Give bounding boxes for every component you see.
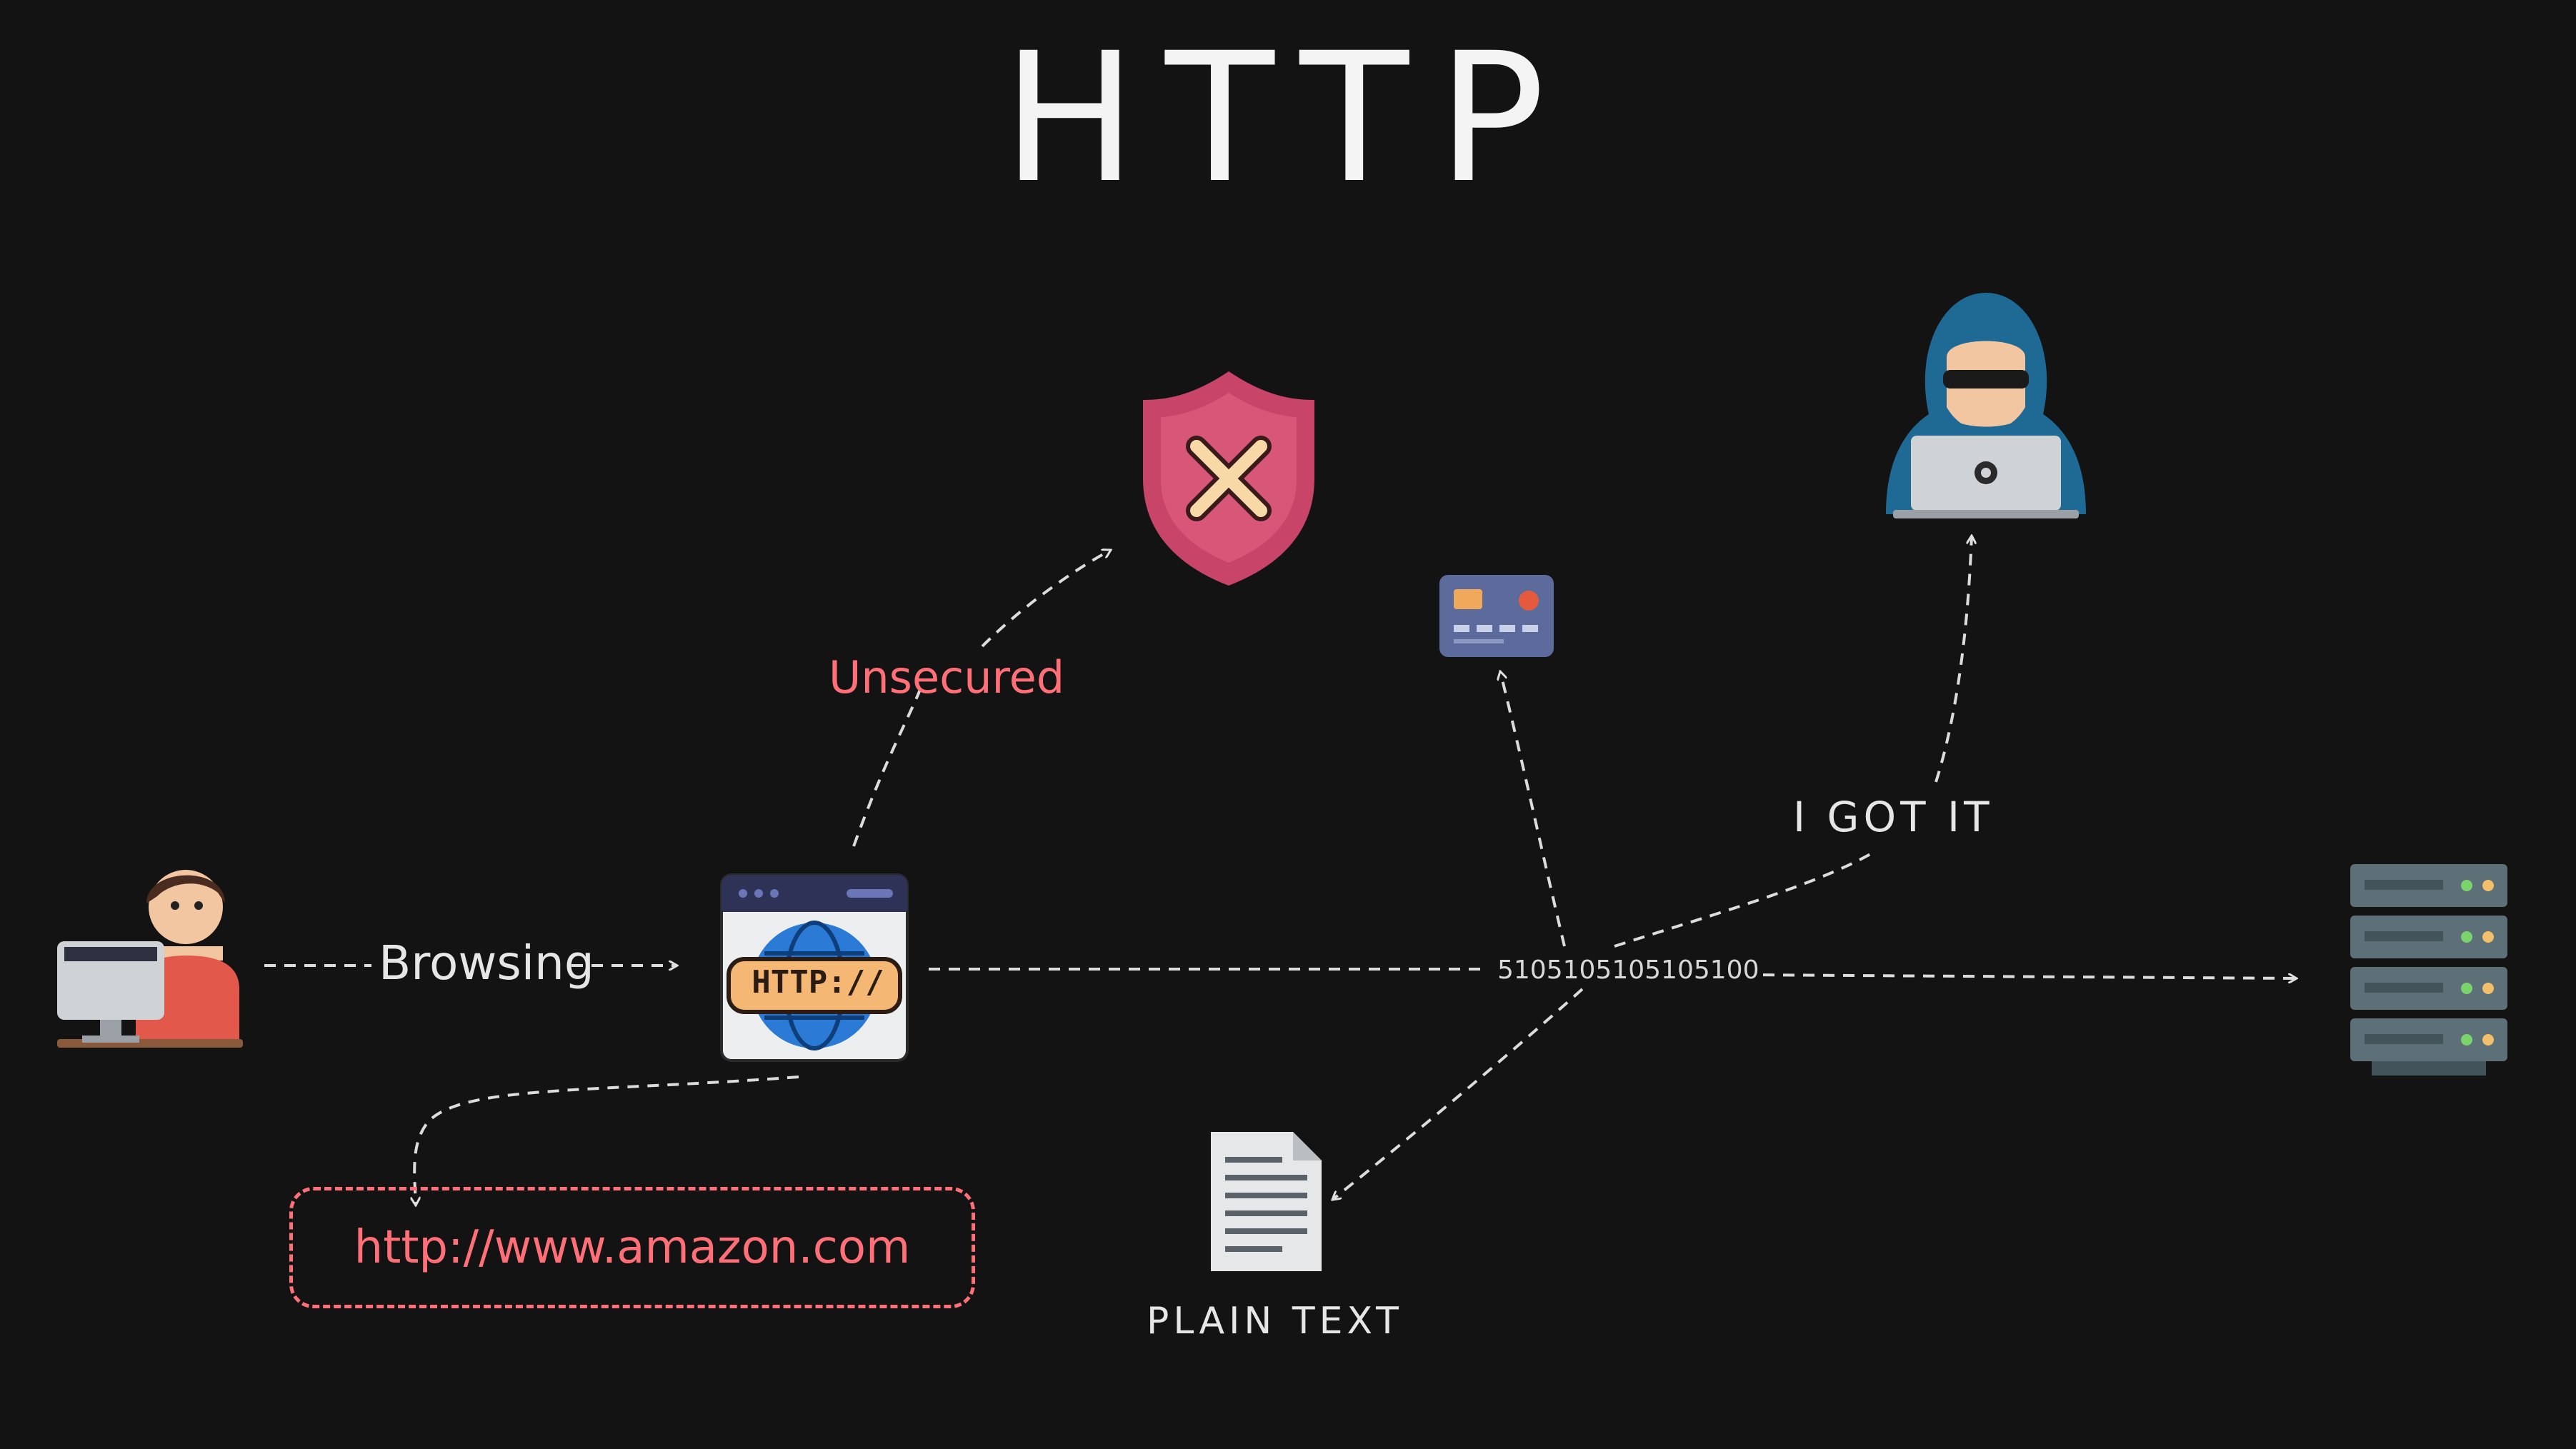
url-text: http://www.amazon.com [354,1221,911,1274]
page-title: HTTP [1002,14,1574,222]
edge-unsecured-to-shield [981,550,1111,648]
got-it-label: I GOT IT [1793,793,1994,841]
server-rack-icon [2350,864,2507,1076]
edge-gotit-to-hacker [1935,536,1972,783]
edge-browser-to-url [414,1076,799,1205]
edge-binary-to-server [1742,975,2297,978]
unsecured-label: Unsecured [829,651,1065,703]
credit-card-icon [1439,575,1554,657]
plain-text-label: PLAIN TEXT [1147,1300,1403,1343]
url-box: http://www.amazon.com [289,1187,975,1308]
edge-binary-to-card [1500,671,1566,947]
hacker-laptop-icon [1886,293,2086,518]
http-browser-window-icon [720,873,909,1062]
http-badge-label: HTTP:// [752,964,884,1001]
card-number-label: 5105105105105100 [1493,956,1764,985]
edge-binary-to-gotit [1614,852,1872,948]
shield-x-icon [1143,371,1314,586]
user-at-computer-icon [57,870,243,1048]
browsing-label: Browsing [379,936,594,991]
edge-browser-to-shield [852,685,923,847]
edge-binary-to-document [1332,988,1584,1200]
document-icon [1211,1132,1322,1271]
